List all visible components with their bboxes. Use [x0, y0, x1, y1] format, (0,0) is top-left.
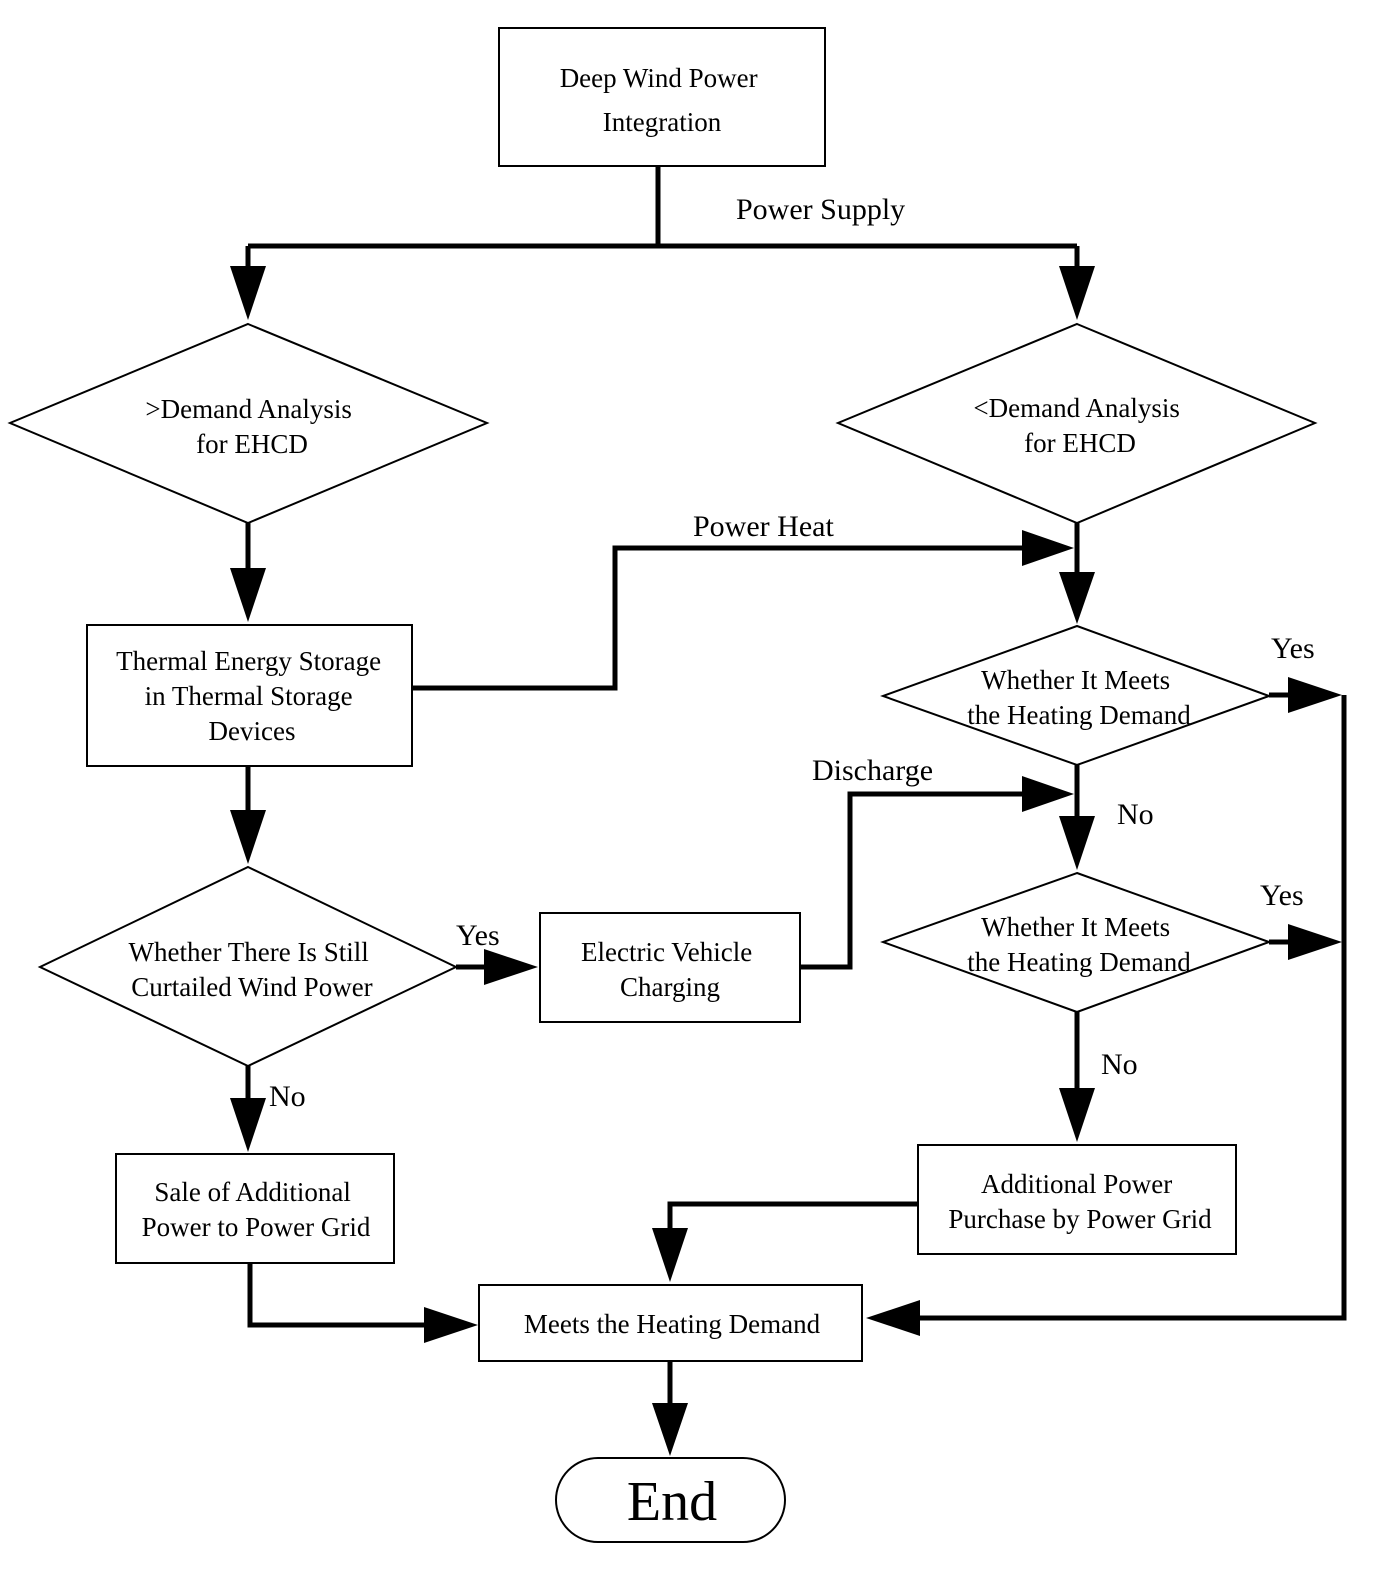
node-label: Electric Vehicle Charging [581, 937, 759, 1002]
decision-demand-lt: <Demand Analysis for EHCD [835, 322, 1318, 525]
node-ev-charging: Electric Vehicle Charging [539, 912, 801, 1023]
node-label: Deep Wind Power Integration [560, 63, 765, 137]
node-label: Whether There Is Still Curtailed Wind Po… [129, 937, 376, 1002]
arrowhead [1288, 677, 1342, 713]
edge-discharge [800, 791, 1022, 970]
node-deep-wind: Deep Wind Power Integration [498, 27, 826, 167]
node-label: Thermal Energy Storage in Thermal Storag… [116, 646, 388, 746]
node-label: <Demand Analysis for EHCD [973, 393, 1186, 458]
arrowhead [230, 810, 266, 864]
node-label: Whether It Meets the Heating Demand [967, 912, 1191, 977]
label-no-curtailed: No [269, 1080, 306, 1113]
label-no-check-2: No [1101, 1048, 1138, 1081]
node-thermal-storage: Thermal Energy Storage in Thermal Storag… [86, 624, 413, 767]
arrowhead [230, 568, 266, 622]
arrowhead [652, 1403, 688, 1456]
arrowhead [230, 1098, 266, 1152]
decision-curtailed-wind: Whether There Is Still Curtailed Wind Po… [37, 865, 459, 1068]
node-label: Additional Power Purchase by Power Grid [948, 1169, 1212, 1234]
label-yes-curtailed: Yes [456, 919, 500, 952]
node-label: Sale of Additional Power to Power Grid [142, 1177, 371, 1242]
label-no-check-1: No [1117, 798, 1154, 831]
label-power-supply: Power Supply [736, 193, 905, 226]
edge-power-heat [412, 545, 1022, 691]
decision-meets-check-2: Whether It Meets the Heating Demand [880, 871, 1272, 1014]
arrowhead [1059, 816, 1095, 870]
node-purchase-power: Additional Power Purchase by Power Grid [917, 1144, 1237, 1255]
decision-demand-gt: >Demand Analysis for EHCD [7, 322, 490, 525]
node-sale-power: Sale of Additional Power to Power Grid [115, 1153, 395, 1264]
node-label: End [627, 1471, 717, 1533]
label-yes-check-2: Yes [1260, 879, 1304, 912]
arrowhead [1059, 1088, 1095, 1142]
edge-right-return [920, 695, 1347, 1321]
arrowhead [484, 949, 538, 985]
arrowhead [1022, 530, 1074, 566]
arrowhead [1059, 266, 1095, 320]
arrowhead [866, 1300, 920, 1336]
label-power-heat: Power Heat [693, 510, 834, 543]
arrowhead [230, 266, 266, 320]
connectors [245, 166, 1347, 1403]
node-label: Whether It Meets the Heating Demand [967, 665, 1191, 730]
arrowhead [1022, 776, 1074, 812]
edge-purchase-to-meets [667, 1201, 918, 1228]
terminal-end: End [555, 1457, 786, 1543]
edge-labels: Power Supply Power Heat Discharge Yes No… [269, 193, 1315, 1113]
arrowhead [1288, 924, 1342, 960]
node-meets-demand: Meets the Heating Demand [478, 1284, 863, 1362]
decision-meets-check-1: Whether It Meets the Heating Demand [880, 624, 1272, 767]
edge-sale-to-meets [247, 1263, 424, 1328]
arrowhead [1059, 572, 1095, 624]
arrowheads [230, 266, 1342, 1456]
node-label: >Demand Analysis for EHCD [145, 394, 358, 459]
arrowhead [424, 1307, 478, 1343]
arrowhead [652, 1228, 688, 1282]
node-label: Meets the Heating Demand [524, 1309, 821, 1339]
label-yes-check-1: Yes [1271, 632, 1315, 665]
label-discharge: Discharge [812, 754, 933, 787]
